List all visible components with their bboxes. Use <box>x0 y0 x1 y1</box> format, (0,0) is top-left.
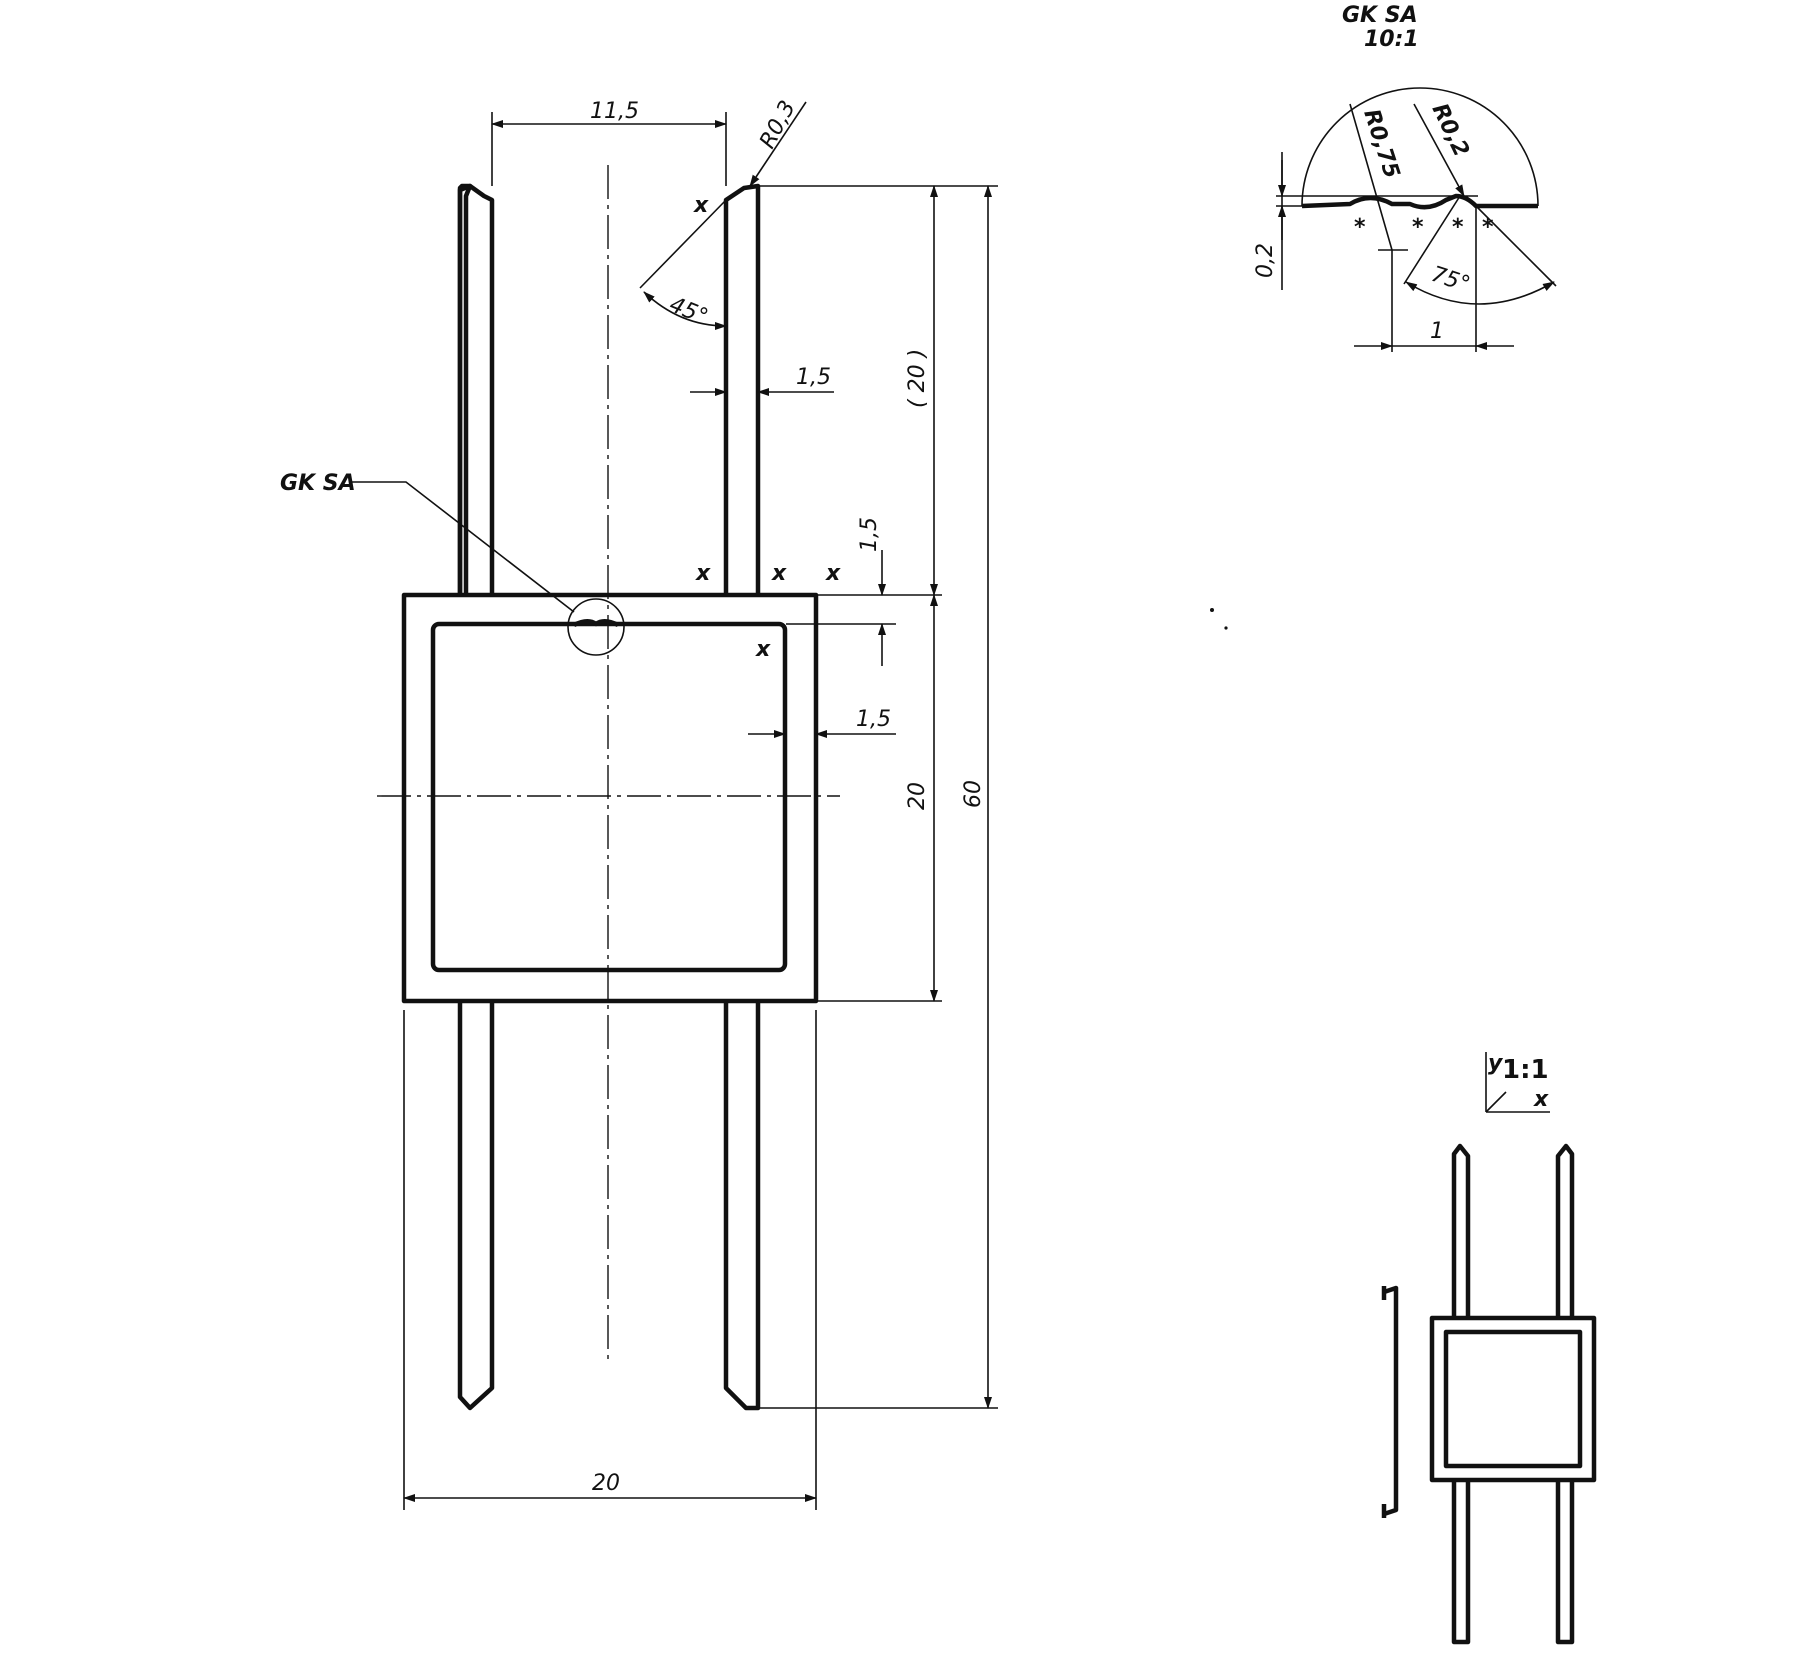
upper-right-fin-outline <box>723 183 761 595</box>
box-outer-wall <box>401 592 819 1004</box>
axis-x-label: x <box>1533 1087 1549 1112</box>
mark-x-3: x <box>771 561 787 586</box>
lower-right-fin-outline <box>723 1001 761 1411</box>
detail-boundary-arc <box>1301 87 1539 207</box>
angle-leg-right <box>1465 195 1557 287</box>
mark-star-3: * <box>1452 215 1464 240</box>
detail-callout-label: GK SA <box>280 471 356 496</box>
small-scale-label: 1:1 <box>1502 1055 1549 1085</box>
speck <box>1210 608 1214 612</box>
lower-left-fin-outline <box>457 1001 495 1411</box>
mark-x-1: x <box>693 193 709 218</box>
detail-notch <box>572 619 620 628</box>
box-inner-wall <box>430 621 788 973</box>
main-view: GK SA x x x x x 11,5 R0,3 45° 1,5 ( 20 )… <box>280 97 998 1510</box>
small-upper-left-fin <box>1451 1143 1471 1318</box>
mark-star-2: * <box>1412 215 1424 240</box>
dim-label-detail-angle: 75° <box>1428 262 1473 298</box>
dim-label-radius-right: R0,2 <box>1427 100 1474 161</box>
dim-label-total-height: 60 <box>961 780 986 808</box>
small-box-outer <box>1429 1315 1597 1483</box>
dim-label-box-side-wall: 1,5 <box>856 707 891 732</box>
small-box-inner <box>1443 1329 1583 1469</box>
mark-star-4: * <box>1482 215 1494 240</box>
axis-y-label: y <box>1488 1051 1504 1076</box>
mark-x-4: x <box>825 561 841 586</box>
radius-leader-r0-2 <box>1413 103 1465 197</box>
small-lower-left-fin <box>1451 1480 1471 1645</box>
dim-label-radius-left: R0,75 <box>1358 106 1404 181</box>
dim-label-box-top-wall: 1,5 <box>857 517 882 552</box>
speck <box>1224 626 1228 630</box>
detail-scale: 10:1 <box>1364 27 1419 52</box>
mark-x-2: x <box>695 561 711 586</box>
detail-leader-line <box>352 481 575 613</box>
small-upper-right-fin <box>1555 1143 1575 1318</box>
mark-x-5: x <box>755 637 771 662</box>
axis-z-line <box>1485 1091 1507 1113</box>
angle-arc-75 <box>1405 281 1555 305</box>
dim-label-bottom-width: 20 <box>592 1471 620 1496</box>
dim-label-box-height: 20 <box>905 782 930 810</box>
radius-leader-r0-3 <box>749 101 807 187</box>
dim-label-upper-height: ( 20 ) <box>905 349 930 408</box>
small-lower-right-fin <box>1555 1480 1575 1645</box>
small-side-bar <box>1383 1285 1399 1517</box>
detail-title: GK SA <box>1342 3 1418 28</box>
detail-circle <box>567 598 625 656</box>
detail-profile <box>1301 193 1538 210</box>
detail-view: GK SA 10:1 0,2 R0,75 R0,2 75° 1 * <box>1253 3 1557 352</box>
upper-left-fin-outline <box>457 183 495 595</box>
dim-label-wall-top: 1,5 <box>796 365 831 390</box>
dim-label-radius-tip: R0,3 <box>755 97 801 153</box>
angle-leg-left <box>1403 195 1461 285</box>
small-view: y 1:1 x <box>1381 1051 1597 1645</box>
angle-arc-45 <box>643 291 727 330</box>
radius-leader-r0-75 <box>1349 103 1393 251</box>
mark-star-1: * <box>1354 215 1366 240</box>
dim-label-pitch: 1 <box>1430 319 1444 344</box>
dim-label-depth: 0,2 <box>1253 243 1278 278</box>
chamfer-leader <box>639 199 727 289</box>
dim-label-top-width: 11,5 <box>590 99 639 124</box>
